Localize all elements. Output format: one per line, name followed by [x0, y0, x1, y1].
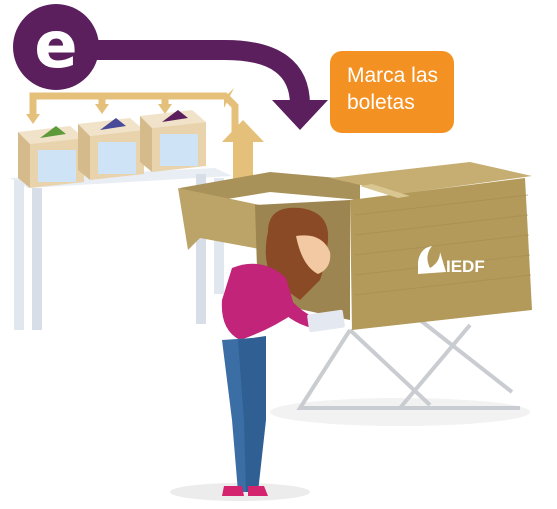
up-arrow: [222, 120, 264, 182]
iedf-logo-icon: [418, 246, 446, 274]
step-callout: Marca las boletas: [330, 51, 454, 133]
callout-line-1: Marca las: [347, 64, 439, 87]
callout-line-2: boletas: [347, 91, 415, 114]
ballot-box: [18, 126, 84, 188]
ballot-flow-arrowheads: [26, 88, 234, 124]
booth-brand-label: IEDF: [446, 257, 485, 276]
booth-stand: [296, 318, 520, 410]
main-flow-arrow: [95, 40, 328, 130]
voter-figure: [221, 207, 345, 496]
ballot-box: [140, 110, 206, 172]
ballot-box: [78, 118, 144, 180]
step-badge: e: [13, 4, 99, 90]
floor-shadow-booth: [270, 398, 530, 426]
step-letter: e: [34, 9, 77, 83]
